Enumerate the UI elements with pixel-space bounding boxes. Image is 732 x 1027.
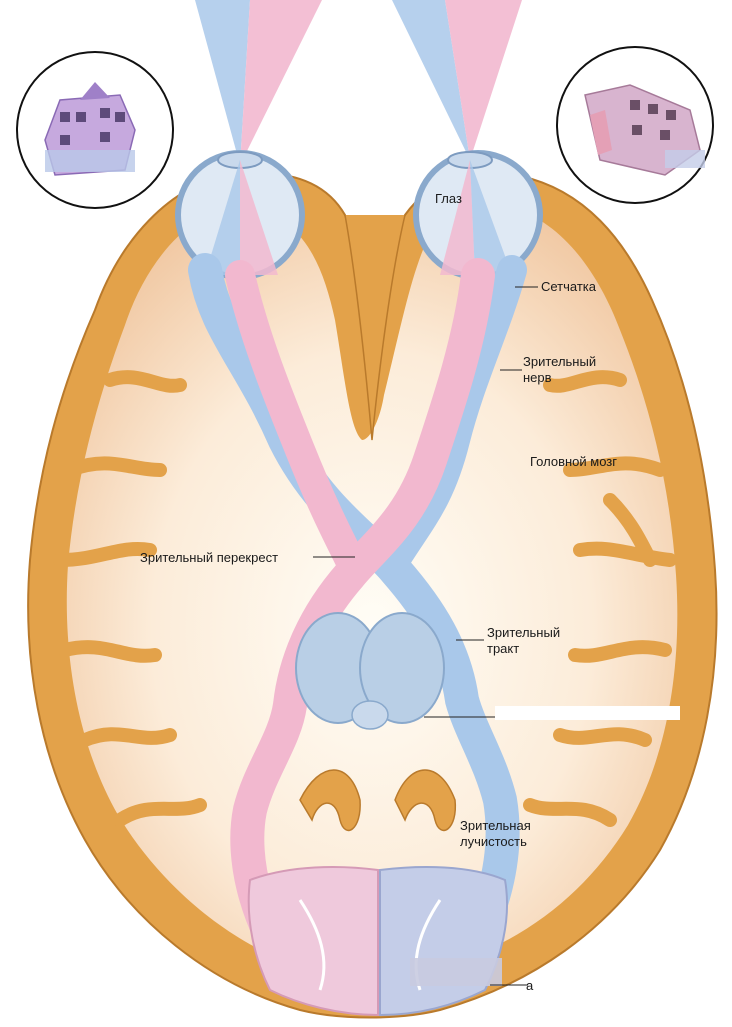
lateral-geniculate-nuclei — [295, 612, 445, 730]
label-optic-nerve-line2: нерв — [523, 370, 552, 385]
right-light-beam-blue — [392, 0, 470, 160]
label-optic-chiasm: Зрительный перекрест — [140, 550, 279, 565]
label-cover-patch — [495, 706, 680, 720]
midbrain-fold-right — [394, 769, 457, 832]
label-optic-tract-line2: тракт — [487, 641, 520, 656]
label-retina: Сетчатка — [541, 279, 597, 294]
label-optic-radiation-line2: лучистость — [460, 834, 527, 849]
left-viewed-object — [16, 51, 174, 209]
label-optic-tract: Зрительный тракт — [487, 625, 587, 657]
cortex-folds — [53, 370, 677, 827]
label-optic-tract-line1: Зрительный — [487, 625, 561, 640]
label-partial-bottom: а — [526, 978, 534, 993]
longitudinal-fissure — [344, 214, 406, 441]
left-light-beam-blue — [195, 0, 250, 165]
label-brain: Головной мозг — [530, 454, 617, 469]
left-light-beam-pink — [240, 0, 322, 165]
occipital-fold-left — [298, 899, 326, 991]
label-optic-nerve-line1: Зрительный — [523, 354, 597, 369]
label-optic-radiation-line1: Зрительная — [460, 818, 531, 833]
label-optic-nerve: Зрительный нерв — [523, 354, 623, 386]
label-eye: Глаз — [435, 191, 462, 206]
right-eye — [413, 150, 543, 280]
blue-visual-path-right — [380, 255, 527, 575]
label-optic-radiation: Зрительная лучистость — [460, 818, 570, 850]
brain-white-matter — [66, 205, 678, 976]
label-cover-patch-bottom — [410, 958, 502, 986]
occipital-lobe-left — [247, 866, 379, 1017]
right-light-beam-pink — [445, 0, 522, 160]
midbrain-fold — [299, 769, 361, 832]
pink-visual-path-left — [225, 260, 365, 575]
right-viewed-object — [556, 46, 714, 204]
